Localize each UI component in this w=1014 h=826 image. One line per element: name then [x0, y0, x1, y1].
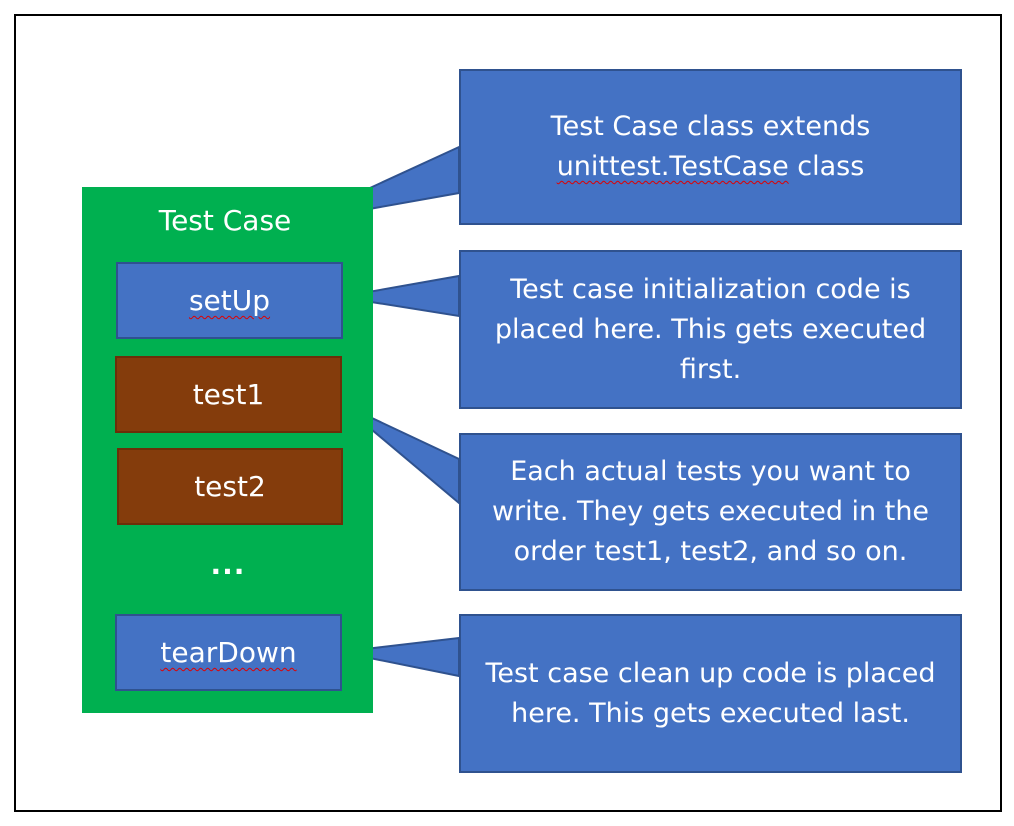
class-callout-text: Test Case class extends unittest.TestCas… — [475, 107, 946, 187]
teardown-callout-text: Test case clean up code is placed here. … — [485, 657, 936, 729]
setup-callout-text: Test case initialization code is placed … — [494, 273, 927, 385]
setup-callout: Test case initialization code is placed … — [459, 250, 962, 409]
more-tests-ellipsis: ... — [210, 548, 246, 581]
test2-label: test2 — [194, 470, 266, 503]
setup-label: setUp — [188, 284, 271, 317]
class-callout-suffix: class — [797, 151, 865, 182]
class-callout: Test Case class extends unittest.TestCas… — [459, 69, 962, 225]
test-case-title: Test Case — [158, 204, 292, 237]
test1-block: test1 — [115, 356, 342, 433]
test2-block: test2 — [117, 448, 343, 525]
tests-callout-text: Each actual tests you want to write. The… — [491, 456, 930, 567]
class-callout-underlined: unittest.TestCase — [556, 151, 789, 182]
setup-block: setUp — [116, 262, 343, 339]
class-callout-prefix: Test Case class extends — [550, 111, 871, 142]
tests-callout: Each actual tests you want to write. The… — [459, 433, 962, 591]
teardown-block: tearDown — [115, 614, 342, 691]
teardown-callout: Test case clean up code is placed here. … — [459, 614, 962, 773]
test1-label: test1 — [192, 378, 265, 411]
teardown-label: tearDown — [160, 636, 297, 669]
